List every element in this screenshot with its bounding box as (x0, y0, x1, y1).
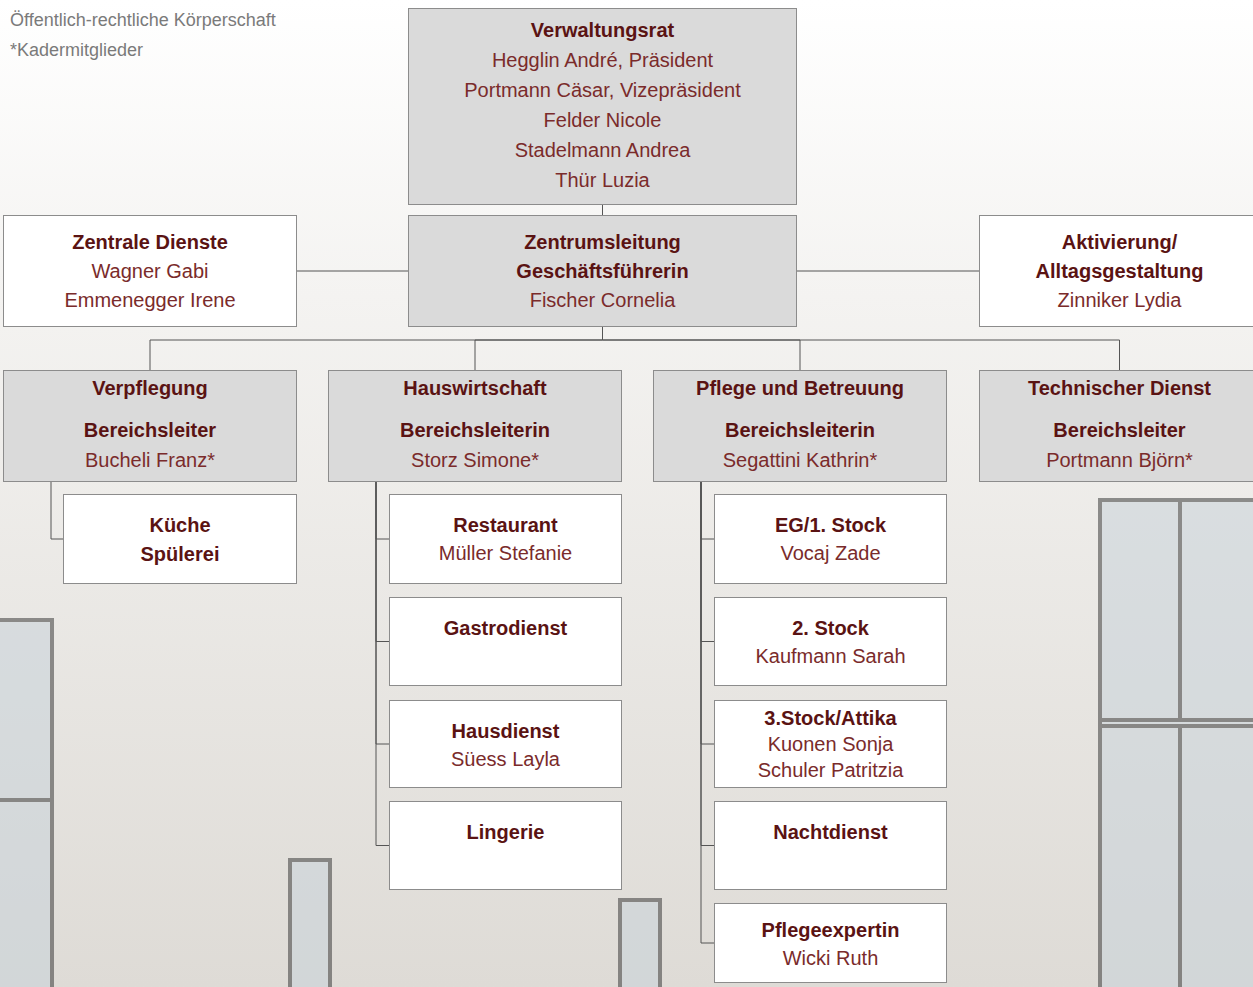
org-connector (701, 482, 714, 846)
org-connector (376, 482, 389, 642)
unit-heading: Lingerie (390, 818, 621, 846)
unit-heading: Bereichsleiter (4, 415, 296, 445)
unit-box: HauswirtschaftBereichsleiterinStorz Simo… (328, 370, 622, 482)
org-connector (701, 482, 714, 744)
org-connector (701, 482, 714, 539)
sub-unit-box: Aktivierung/AlltagsgestaltungZinniker Ly… (979, 215, 1253, 327)
org-connector (376, 482, 389, 744)
person-name: Portmann Cäsar, Vizepräsident (409, 75, 796, 105)
unit-box: VerpflegungBereichsleiterBucheli Franz* (3, 370, 297, 482)
person-name: Wicki Ruth (715, 944, 946, 972)
unit-box: VerwaltungsratHegglin André, PräsidentPo… (408, 8, 797, 205)
org-connector (797, 271, 979, 272)
unit-heading: Aktivierung/ (980, 228, 1253, 257)
sub-unit-box: KücheSpülerei (63, 494, 297, 584)
person-name: Segattini Kathrin* (654, 445, 946, 475)
unit-heading: Bereichsleiter (980, 415, 1253, 445)
unit-heading: Pflegeexpertin (715, 916, 946, 944)
person-name: Schuler Patritzia (715, 757, 946, 783)
unit-heading: Pflege und Betreuung (654, 373, 946, 403)
unit-heading: 2. Stock (715, 614, 946, 642)
person-name: Zinniker Lydia (980, 286, 1253, 315)
org-connector (51, 482, 63, 539)
org-connector (603, 327, 1120, 370)
sub-unit-box: Zentrale DiensteWagner GabiEmmenegger Ir… (3, 215, 297, 327)
person-name: Storz Simone* (329, 445, 621, 475)
note-label: Öffentlich-rechtliche Körperschaft (10, 10, 276, 31)
sub-unit-box: 2. StockKaufmann Sarah (714, 597, 947, 686)
unit-heading: Verpflegung (4, 373, 296, 403)
person-name: Portmann Björn* (980, 445, 1253, 475)
unit-heading: Nachtdienst (715, 818, 946, 846)
person-name: Wagner Gabi (4, 257, 296, 286)
sub-unit-box: EG/1. StockVocaj Zade (714, 494, 947, 584)
unit-box: ZentrumsleitungGeschäftsführerinFischer … (408, 215, 797, 327)
unit-heading: 3.Stock/Attika (715, 705, 946, 731)
person-name: Emmenegger Irene (4, 286, 296, 315)
unit-heading: Gastrodienst (390, 614, 621, 642)
org-connector (603, 327, 801, 370)
sub-unit-box: HausdienstSüess Layla (389, 700, 622, 788)
unit-heading: Verwaltungsrat (409, 15, 796, 45)
person-name: Müller Stefanie (390, 539, 621, 567)
org-connector (376, 482, 389, 539)
unit-heading: Bereichsleiterin (329, 415, 621, 445)
note-label: *Kadermitglieder (10, 40, 143, 61)
person-name: Bucheli Franz* (4, 445, 296, 475)
sub-unit-box: RestaurantMüller Stefanie (389, 494, 622, 584)
unit-heading: Technischer Dienst (980, 373, 1253, 403)
org-connector (701, 482, 714, 943)
org-connector (376, 482, 389, 846)
unit-heading: Spülerei (64, 540, 296, 569)
sub-unit-box: Nachtdienst (714, 801, 947, 890)
sub-unit-box: PflegeexpertinWicki Ruth (714, 903, 947, 983)
sub-unit-box: Lingerie (389, 801, 622, 890)
unit-heading: Restaurant (390, 511, 621, 539)
sub-unit-box: Gastrodienst (389, 597, 622, 686)
unit-heading: EG/1. Stock (715, 511, 946, 539)
unit-heading: Hausdienst (390, 717, 621, 745)
org-connector (150, 327, 603, 370)
sub-unit-box: 3.Stock/AttikaKuonen SonjaSchuler Patrit… (714, 700, 947, 788)
unit-heading: Zentrumsleitung (409, 228, 796, 257)
unit-box: Pflege und BetreuungBereichsleiterinSega… (653, 370, 947, 482)
person-name: Fischer Cornelia (409, 286, 796, 315)
person-name: Vocaj Zade (715, 539, 946, 567)
org-connector (475, 327, 603, 370)
person-name: Thür Luzia (409, 165, 796, 195)
unit-heading: Alltagsgestaltung (980, 257, 1253, 286)
unit-heading: Geschäftsführerin (409, 257, 796, 286)
person-name: Felder Nicole (409, 105, 796, 135)
unit-heading: Bereichsleiterin (654, 415, 946, 445)
unit-box: Technischer DienstBereichsleiterPortmann… (979, 370, 1253, 482)
person-name: Stadelmann Andrea (409, 135, 796, 165)
unit-heading: Hauswirtschaft (329, 373, 621, 403)
person-name: Kaufmann Sarah (715, 642, 946, 670)
person-name: Kuonen Sonja (715, 731, 946, 757)
person-name: Süess Layla (390, 745, 621, 773)
org-connector (602, 205, 603, 215)
org-connector (297, 271, 408, 272)
unit-heading: Küche (64, 511, 296, 540)
org-connector (701, 482, 714, 642)
person-name: Hegglin André, Präsident (409, 45, 796, 75)
unit-heading: Zentrale Dienste (4, 228, 296, 257)
